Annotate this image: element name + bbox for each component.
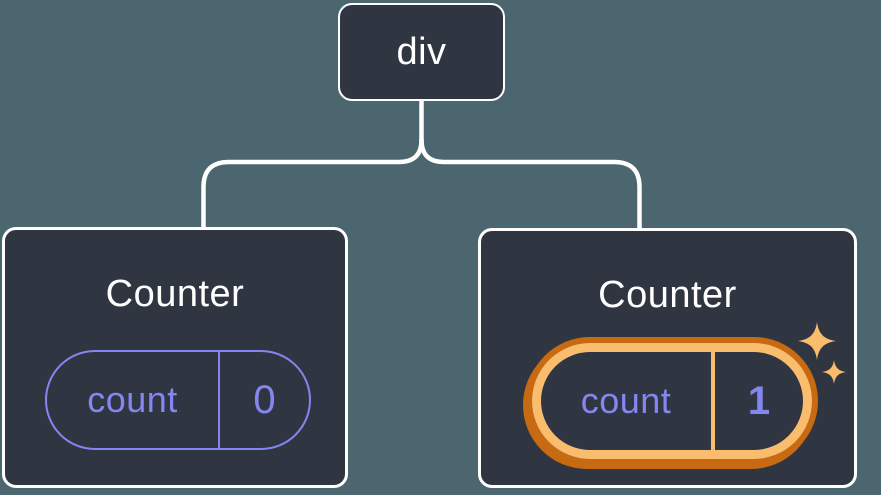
state-pill-highlighted: count 1: [532, 343, 812, 459]
counter-node-right: Counter count 1: [478, 228, 857, 488]
root-node-div: div: [338, 3, 505, 101]
state-value: 0: [218, 352, 309, 448]
connector-left-branch: [201, 137, 424, 231]
node-title: Counter: [598, 274, 737, 316]
state-value: 1: [711, 352, 803, 450]
state-pill: count 0: [45, 350, 311, 450]
state-key-label: count: [580, 380, 672, 421]
root-node-label: div: [396, 30, 447, 73]
connector-right-branch: [419, 137, 642, 232]
node-title: Counter: [105, 273, 245, 315]
state-key-label: count: [87, 379, 178, 420]
counter-node-left: Counter count 0: [2, 227, 348, 488]
